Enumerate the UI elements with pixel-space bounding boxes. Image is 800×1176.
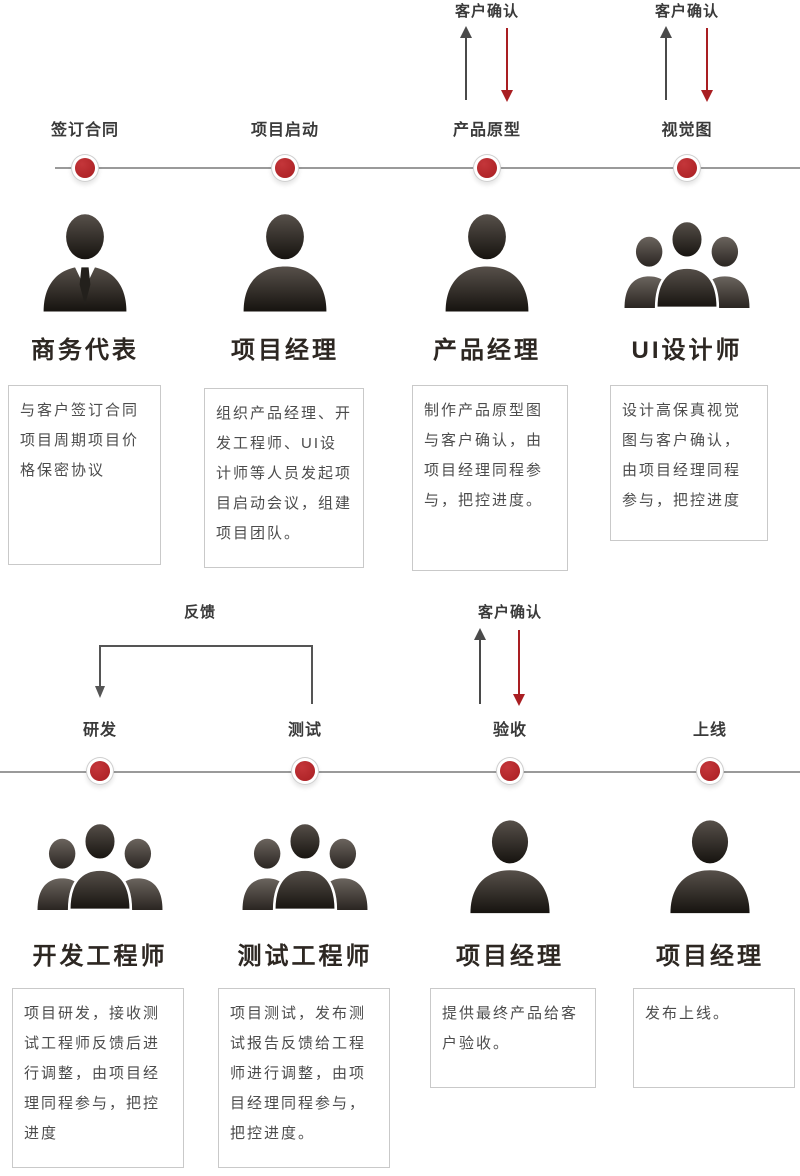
person-tie-icon	[40, 212, 130, 317]
customer-confirm-label: 客户确认	[654, 3, 719, 20]
person-icon	[442, 212, 532, 317]
feedback-label: 反馈	[183, 604, 216, 621]
person-icon	[240, 212, 330, 317]
up-arrow-icon	[460, 26, 472, 100]
person-icon	[467, 818, 553, 919]
role-title-project-manager: 项目经理	[231, 337, 339, 364]
people-group-icon	[34, 818, 166, 919]
timeline-dot	[295, 761, 315, 781]
stage-label-development: 研发	[82, 722, 117, 739]
role-title-test-engineer: 测试工程师	[237, 943, 373, 970]
people-group-icon	[621, 216, 753, 317]
role-title-project-manager: 项目经理	[456, 943, 564, 970]
stage-label-visual-design: 视觉图	[661, 122, 713, 139]
timeline-dot	[75, 158, 95, 178]
down-arrow-icon	[701, 28, 713, 102]
down-arrow-icon	[501, 28, 513, 102]
stage-description: 组织产品经理、开发工程师、UI设计师等人员发起项目启动会议，组建项目团队。	[204, 388, 364, 568]
up-arrow-icon	[474, 628, 486, 704]
up-arrow-icon	[660, 26, 672, 100]
stage-description: 制作产品原型图与客户确认，由项目经理同程参与，把控进度。	[412, 385, 568, 571]
role-title-ui-designer: UI设计师	[631, 337, 743, 364]
role-title-product-manager: 产品经理	[433, 337, 541, 364]
down-arrow-icon	[513, 630, 525, 706]
stage-description: 项目测试，发布测试报告反馈给工程师进行调整，由项目经理同程参与，把控进度。	[218, 988, 390, 1168]
stage-label-testing: 测试	[287, 722, 322, 739]
timeline-dot	[477, 158, 497, 178]
timeline-dot	[700, 761, 720, 781]
timeline-line	[0, 771, 800, 773]
role-title-project-manager: 项目经理	[656, 943, 764, 970]
stage-description: 与客户签订合同项目周期项目价格保密协议	[8, 385, 161, 565]
customer-confirm-label: 客户确认	[477, 604, 542, 621]
stage-description: 设计高保真视觉图与客户确认，由项目经理同程参与，把控进度	[610, 385, 768, 541]
timeline-dot	[677, 158, 697, 178]
stage-label-acceptance: 验收	[492, 722, 527, 739]
stage-label-prototype: 产品原型	[452, 122, 521, 139]
person-icon	[667, 818, 753, 919]
stage-description: 提供最终产品给客户验收。	[430, 988, 596, 1088]
timeline-line	[55, 167, 800, 169]
timeline-dot	[275, 158, 295, 178]
stage-description: 发布上线。	[633, 988, 795, 1088]
people-group-icon	[239, 818, 371, 919]
timeline-dot	[90, 761, 110, 781]
role-title-business-rep: 商务代表	[31, 337, 139, 364]
stage-label-project-kickoff: 项目启动	[250, 122, 319, 139]
timeline-dot	[500, 761, 520, 781]
stage-description: 项目研发，接收测试工程师反馈后进行调整，由项目经理同程参与，把控进度	[12, 988, 184, 1168]
feedback-loop-arrow	[95, 645, 313, 704]
stage-label-launch: 上线	[692, 722, 727, 739]
customer-confirm-label: 客户确认	[454, 3, 519, 20]
role-title-dev-engineer: 开发工程师	[32, 943, 168, 970]
stage-label-sign-contract: 签订合同	[50, 122, 119, 139]
